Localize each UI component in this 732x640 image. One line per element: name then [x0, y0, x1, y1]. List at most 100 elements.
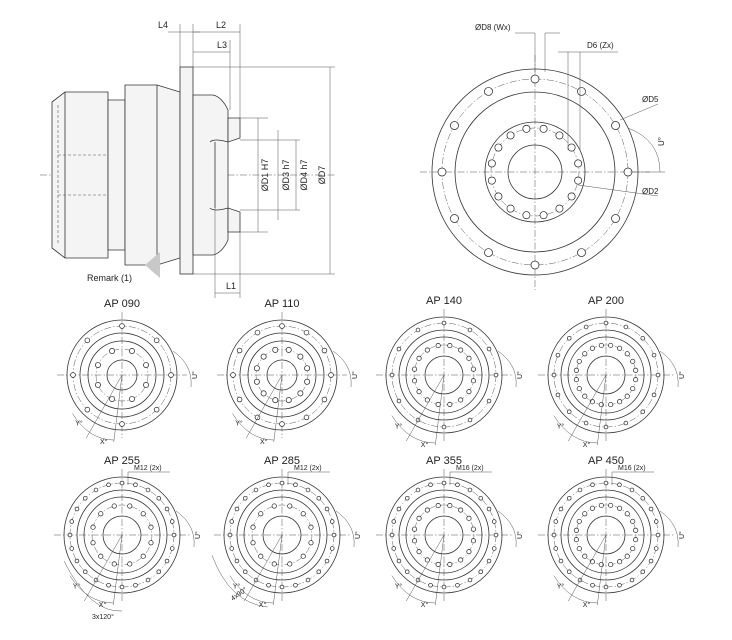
mounting-hole: [84, 337, 91, 344]
output-hole: [608, 562, 614, 568]
mounting-hole: [467, 417, 473, 423]
output-hole: [148, 524, 154, 530]
mounting-hole: [617, 582, 622, 588]
dim-l2: L2: [216, 20, 226, 30]
mounting-hole: [640, 495, 646, 501]
angle-y-label: Y°: [235, 420, 243, 428]
mounting-hole: [69, 546, 75, 551]
mounting-hole: [303, 414, 310, 421]
angle-x-label: X°: [583, 601, 591, 609]
mounting-hole: [493, 532, 499, 538]
mounting-hole: [651, 392, 657, 398]
output-hole: [458, 347, 464, 353]
output-hole: [573, 537, 579, 543]
output-hole: [272, 346, 279, 353]
angle-u-label: U°: [678, 531, 686, 539]
output-hole: [148, 540, 154, 546]
angle-y-label: Y°: [75, 420, 83, 428]
mounting-hole: [164, 506, 170, 512]
mounting-hole: [558, 506, 564, 512]
output-hole: [624, 393, 630, 399]
mounting-hole: [391, 519, 397, 524]
angle-u-label: U°: [516, 371, 524, 379]
mounting-hole: [437, 167, 447, 177]
mounting-hole: [415, 487, 421, 493]
output-hole: [304, 378, 311, 385]
output-hole: [271, 561, 277, 567]
output-hole: [272, 397, 279, 404]
output-hole: [250, 540, 256, 546]
output-hole: [617, 345, 623, 351]
mounting-hole: [253, 487, 259, 493]
output-hole: [128, 396, 135, 402]
mounting-hole: [478, 569, 484, 575]
output-hole: [630, 518, 636, 524]
mounting-hole: [119, 480, 125, 486]
output-hole: [127, 561, 133, 567]
mounting-hole: [653, 546, 659, 551]
mounting-hole: [648, 558, 654, 564]
output-hole: [633, 537, 639, 543]
angle-x-label: X°: [99, 601, 107, 609]
output-hole: [308, 524, 314, 530]
mounting-hole: [69, 519, 75, 524]
angle-y-label: Y°: [557, 582, 565, 590]
mounting-hole: [227, 532, 233, 538]
output-hole: [285, 397, 292, 404]
outer-circle: [385, 316, 503, 434]
output-hole: [522, 124, 531, 133]
mounting-hole: [486, 506, 492, 512]
mounting-hole: [145, 487, 151, 493]
outer-circle: [63, 476, 181, 594]
mounting-hole: [617, 482, 622, 488]
output-hole: [506, 131, 515, 140]
output-hole: [522, 211, 531, 220]
mounting-hole: [305, 577, 311, 583]
mounting-hole: [611, 214, 620, 223]
mounting-hole: [404, 495, 410, 501]
angle-y-label: Y°: [73, 582, 81, 590]
front-outer-holes: [437, 74, 633, 270]
mounting-hole: [491, 546, 497, 551]
label-d5: ØD5: [642, 95, 659, 104]
angle-x-label: X°: [260, 438, 268, 446]
mounting-hole: [119, 584, 125, 590]
mounting-hole: [82, 569, 88, 575]
mounting-hole: [293, 582, 298, 588]
mounting-hole: [655, 372, 661, 378]
output-hole: [582, 553, 588, 559]
angle-x-label: X°: [100, 438, 108, 446]
output-hole: [608, 402, 614, 408]
mounting-hole: [478, 495, 484, 501]
front-inner-holes: [487, 124, 583, 220]
mounting-hole: [640, 569, 646, 575]
output-hole: [487, 176, 496, 185]
output-hole: [617, 505, 623, 511]
output-hole: [95, 381, 101, 388]
mounting-hole: [484, 248, 493, 257]
dim-d4: ØD4 h7: [299, 159, 309, 190]
output-hole: [250, 524, 256, 530]
mounting-hole: [279, 323, 285, 329]
output-hole: [458, 557, 464, 563]
output-hole: [466, 549, 472, 555]
remark-label: Remark (1): [87, 273, 132, 283]
mounting-hole: [653, 519, 659, 524]
remark-marker-icon: [145, 252, 160, 278]
mounting-hole: [455, 482, 460, 488]
gear-housing: [124, 84, 181, 266]
dim-d3: ØD3 h7: [281, 159, 291, 190]
output-hole: [582, 351, 588, 357]
outer-circle: [547, 476, 665, 594]
mounting-hole: [484, 87, 493, 96]
mounting-hole: [389, 372, 395, 378]
mounting-hole: [441, 320, 447, 326]
output-hole: [624, 553, 630, 559]
output-hole: [470, 378, 476, 384]
mounting-hole: [84, 406, 91, 413]
output-hole: [111, 561, 117, 567]
mounting-hole: [236, 396, 243, 403]
mounting-hole: [133, 582, 138, 588]
